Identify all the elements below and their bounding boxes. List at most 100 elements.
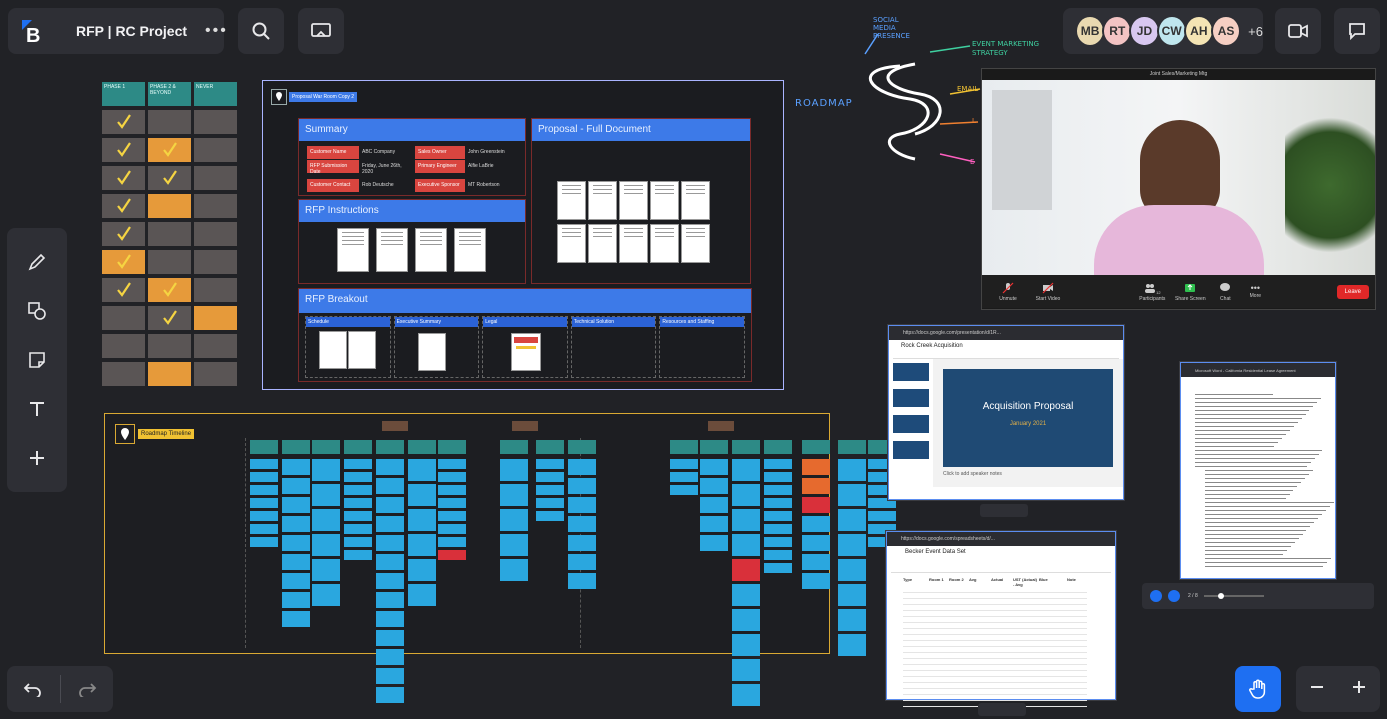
search-button[interactable] <box>238 8 284 54</box>
sheet-cell[interactable] <box>991 617 1013 623</box>
sheet-cell[interactable] <box>1067 701 1087 707</box>
avatar[interactable]: MB <box>1075 15 1106 47</box>
sheet-cell[interactable] <box>1039 689 1067 695</box>
summary-section[interactable]: Summary Customer Name ABC Company Sales … <box>298 118 526 196</box>
sheet-cell[interactable] <box>949 689 969 695</box>
slide-thumbnail[interactable] <box>893 415 929 433</box>
sheet-cell[interactable] <box>949 665 969 671</box>
slide-canvas[interactable]: Acquisition Proposal January 2021 <box>943 369 1113 467</box>
sheet-cell[interactable] <box>949 641 969 647</box>
sheet-cell[interactable] <box>1013 677 1039 683</box>
sheet-cell[interactable] <box>903 629 929 635</box>
sheet-cell[interactable] <box>1013 659 1039 665</box>
text-tool-button[interactable] <box>19 391 55 427</box>
sheet-cell[interactable] <box>1013 599 1039 605</box>
document-thumbnail[interactable] <box>511 333 541 371</box>
sheet-cell[interactable] <box>991 611 1013 617</box>
sheet-cell[interactable] <box>929 689 949 695</box>
roadmap-card[interactable] <box>670 472 698 482</box>
roadmap-card[interactable] <box>250 459 278 469</box>
roadmap-card[interactable] <box>732 484 760 506</box>
sheet-cell[interactable] <box>929 683 949 689</box>
window-toolbar[interactable] <box>978 703 1026 716</box>
sheet-cell[interactable] <box>1039 695 1067 701</box>
roadmap-card[interactable] <box>838 484 866 506</box>
roadmap-card[interactable] <box>802 497 830 513</box>
roadmap-card[interactable] <box>732 684 760 706</box>
present-button[interactable] <box>298 8 344 54</box>
roadmap-card[interactable] <box>312 484 340 506</box>
speaker-notes[interactable]: Click to add speaker notes <box>943 471 1002 477</box>
roadmap-card[interactable] <box>868 485 896 495</box>
slide-thumbnail[interactable] <box>893 441 929 459</box>
sticky-note[interactable] <box>102 278 145 302</box>
roadmap-card[interactable] <box>344 511 372 521</box>
roadmap-card[interactable] <box>868 498 896 508</box>
sheet-cell[interactable] <box>1013 605 1039 611</box>
roadmap-card[interactable] <box>438 459 466 469</box>
sheet-cell[interactable] <box>929 635 949 641</box>
sheet-cell[interactable] <box>949 611 969 617</box>
sticky-note[interactable] <box>102 194 145 218</box>
document-thumbnail[interactable] <box>588 181 617 220</box>
roadmap-card[interactable] <box>536 459 564 469</box>
roadmap-card[interactable] <box>568 459 596 475</box>
roadmap-card[interactable] <box>282 497 310 513</box>
roadmap-card[interactable] <box>282 478 310 494</box>
sheet-cell[interactable] <box>969 629 991 635</box>
previous-page-button[interactable] <box>1150 590 1162 602</box>
column-header[interactable]: Room 2 <box>949 577 964 582</box>
roadmap-card[interactable] <box>568 497 596 513</box>
roadmap-card[interactable] <box>408 509 436 531</box>
sticky-note[interactable] <box>102 250 145 274</box>
sheet-cell[interactable] <box>1067 587 1087 593</box>
roadmap-card[interactable] <box>732 659 760 681</box>
sticky-note[interactable] <box>194 334 237 358</box>
roadmap-card[interactable] <box>868 459 896 469</box>
document-thumbnail[interactable] <box>319 331 347 369</box>
sheet-cell[interactable] <box>1013 647 1039 653</box>
breakout-column[interactable]: Schedule <box>305 316 391 378</box>
sheet-cell[interactable] <box>969 695 991 701</box>
roadmap-card[interactable] <box>764 524 792 534</box>
sheet-cell[interactable] <box>1067 647 1087 653</box>
roadmap-card[interactable] <box>282 516 310 532</box>
sheet-cell[interactable] <box>903 635 929 641</box>
roadmap-card[interactable] <box>408 559 436 581</box>
sheet-cell[interactable] <box>1013 629 1039 635</box>
sheet-cell[interactable] <box>1067 659 1087 665</box>
roadmap-card[interactable] <box>344 550 372 560</box>
document-thumbnail[interactable] <box>348 331 376 369</box>
sheet-cell[interactable] <box>991 623 1013 629</box>
roadmap-card[interactable] <box>376 668 404 684</box>
sticky-note[interactable] <box>102 166 145 190</box>
sheet-cell[interactable] <box>903 617 929 623</box>
sticky-note[interactable] <box>102 362 145 386</box>
sheet-cell[interactable] <box>1039 641 1067 647</box>
sheet-cell[interactable] <box>1013 617 1039 623</box>
roadmap-card[interactable] <box>312 584 340 606</box>
roadmap-card[interactable] <box>376 592 404 608</box>
slide-thumbnail[interactable] <box>893 363 929 381</box>
roadmap-card[interactable] <box>838 559 866 581</box>
sticky-note[interactable] <box>194 194 237 218</box>
document-thumbnail[interactable] <box>650 224 679 263</box>
sheet-cell[interactable] <box>949 635 969 641</box>
sheet-cell[interactable] <box>903 671 929 677</box>
sheet-cell[interactable] <box>991 665 1013 671</box>
roadmap-timeline-frame[interactable]: Roadmap Timeline <box>104 413 896 706</box>
chat-button[interactable] <box>1334 8 1380 54</box>
roadmap-card[interactable] <box>536 485 564 495</box>
roadmap-card[interactable] <box>700 497 728 513</box>
rfp-breakout-section[interactable]: RFP Breakout Schedule Executive Summary … <box>298 288 752 382</box>
sticky-note[interactable] <box>102 222 145 246</box>
roadmap-card[interactable] <box>376 573 404 589</box>
sheet-cell[interactable] <box>1067 635 1087 641</box>
roadmap-card[interactable] <box>568 478 596 494</box>
sheet-cell[interactable] <box>929 641 949 647</box>
sheet-cell[interactable] <box>991 683 1013 689</box>
sheet-cell[interactable] <box>991 695 1013 701</box>
roadmap-card[interactable] <box>732 459 760 481</box>
sheet-cell[interactable] <box>1067 641 1087 647</box>
sheet-cell[interactable] <box>969 587 991 593</box>
